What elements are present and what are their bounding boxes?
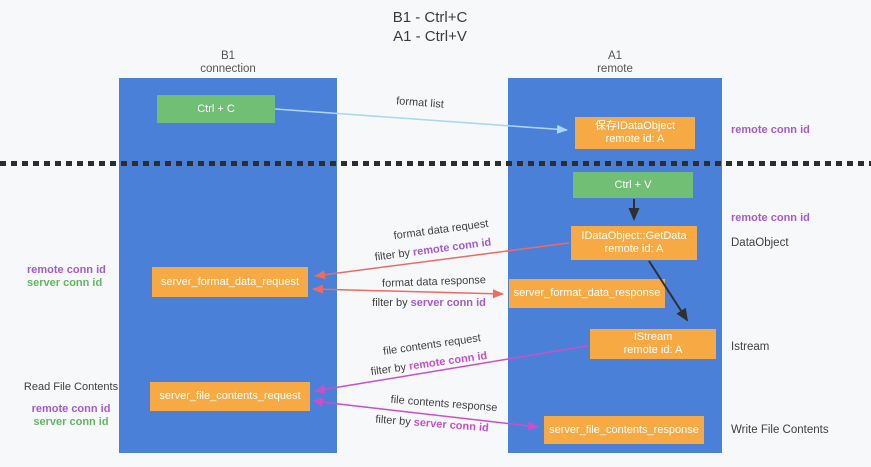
edge-label-format-data-response: format data response — [382, 274, 486, 290]
edge-filter-format-data-response: filter by server conn id — [372, 297, 486, 309]
right-column-role: remote — [597, 63, 633, 75]
title-line-2: A1 - Ctrl+V — [393, 28, 467, 45]
node-save-dataobject: 保存IDataObject remote id: A — [575, 117, 695, 149]
left-column-header: B1 connection — [168, 50, 288, 76]
node-save-dataobject-line1: 保存IDataObject — [594, 120, 676, 132]
node-ctrl-c-label: Ctrl + C — [197, 102, 235, 115]
left-remote-conn-id-label: remote conn id — [27, 264, 106, 276]
arrow-format-data-response — [312, 284, 504, 299]
left-file-server-conn-id-label: server conn id — [33, 416, 109, 428]
node-server-format-data-response: server_format_data_response — [509, 279, 665, 308]
node-istream-line2: remote id: A — [623, 344, 683, 356]
node-istream-line1: IStream — [633, 331, 673, 343]
filter-prefix: filter by — [370, 360, 410, 379]
node-server-format-data-request: server_format_data_request — [152, 267, 308, 297]
filter-key-remote-conn-id: remote conn id — [412, 236, 492, 259]
node-ctrl-v: Ctrl + V — [573, 172, 693, 198]
filter-prefix: filter by — [374, 246, 414, 264]
edge-filter-format-data-request: filter by remote conn id — [374, 236, 492, 263]
node-server-file-contents-response: server_file_contents_response — [544, 416, 704, 444]
title-line-1: B1 - Ctrl+C — [392, 9, 468, 26]
node-ctrl-v-label: Ctrl + V — [614, 178, 652, 191]
left-file-labels: Read File Contents remote conn id server… — [16, 381, 126, 429]
node-ctrl-c: Ctrl + C — [157, 95, 275, 123]
node-getdata-line1: IDataObject::GetData — [581, 230, 687, 242]
edge-label-format-list-text: format list — [395, 95, 445, 111]
right-column-name: A1 — [607, 50, 623, 62]
left-server-conn-id-label: server conn id — [27, 277, 103, 289]
dataobject-label: DataObject — [731, 237, 789, 249]
edge-filter-file-contents-response: filter by server conn id — [375, 414, 489, 435]
node-idataobject-getdata: IDataObject::GetData remote id: A — [571, 226, 697, 260]
node-getdata-line2: remote id: A — [604, 243, 664, 255]
left-file-remote-conn-id-label: remote conn id — [31, 403, 111, 415]
node-istream: IStream remote id: A — [590, 329, 716, 359]
read-file-contents-label: Read File Contents — [23, 381, 119, 393]
filter-key-remote-conn-id: remote conn id — [408, 349, 488, 373]
node-server-file-contents-request: server_file_contents_request — [150, 382, 310, 411]
right-remote-conn-id-top-label: remote conn id — [731, 124, 810, 136]
diagram-title: B1 - Ctrl+C A1 - Ctrl+V — [0, 8, 860, 46]
right-column-header: A1 remote — [555, 50, 675, 76]
node-server-file-contents-request-label: server_file_contents_request — [159, 390, 301, 402]
node-server-file-contents-response-label: server_file_contents_response — [549, 423, 699, 436]
istream-label: Istream — [731, 341, 770, 353]
write-file-contents-label: Write File Contents — [731, 424, 829, 436]
filter-key-server-conn-id: server conn id — [413, 416, 490, 435]
filter-key-server-conn-id: server conn id — [410, 297, 486, 309]
left-column-role: connection — [200, 63, 256, 75]
left-format-conn-ids: remote conn id server conn id — [27, 264, 106, 290]
right-remote-conn-id-ctrlv-label: remote conn id — [731, 212, 810, 224]
filter-prefix: filter by — [372, 297, 411, 309]
filter-prefix: filter by — [374, 413, 415, 429]
node-save-dataobject-line2: remote id: A — [605, 133, 665, 145]
edge-label-file-contents-response-text: file contents response — [390, 393, 498, 415]
phase-separator-dashed-line — [0, 161, 871, 166]
left-column-name: B1 — [220, 50, 236, 62]
edge-label-format-list: format list — [396, 95, 444, 111]
edge-label-file-contents-response: file contents response — [390, 394, 498, 414]
node-server-format-data-response-label: server_format_data_response — [513, 287, 661, 299]
node-server-format-data-request-label: server_format_data_request — [160, 275, 300, 288]
edge-label-format-data-response-text: format data response — [381, 274, 487, 290]
